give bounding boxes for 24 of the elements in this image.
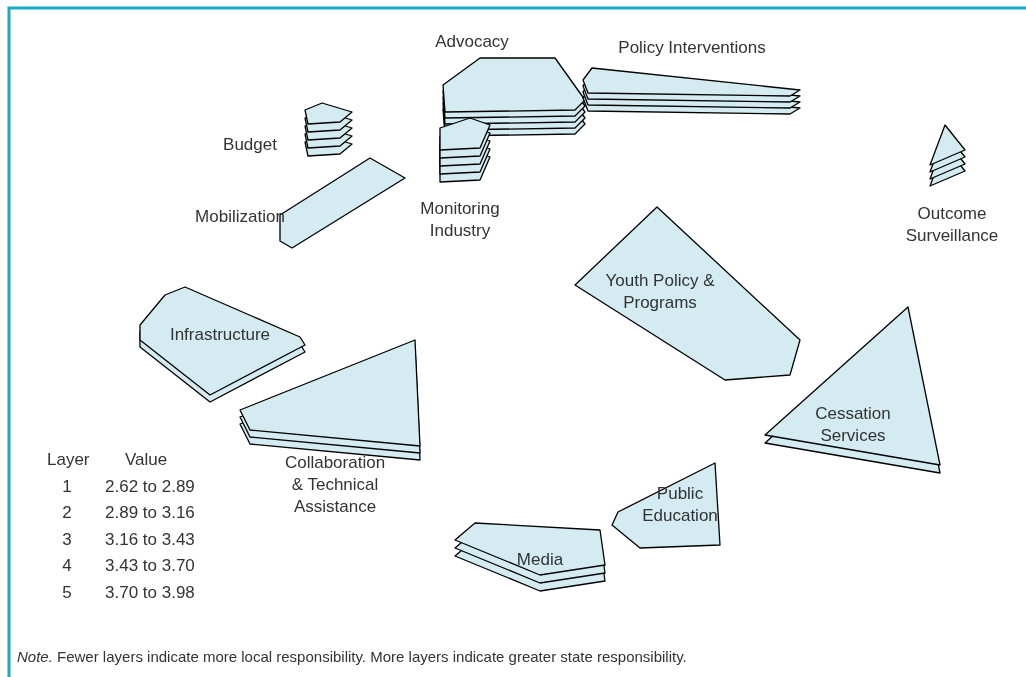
node-label: Outcome Surveillance bbox=[904, 203, 1000, 247]
value-range: 2.89 to 3.16 bbox=[105, 502, 195, 524]
layer-number: 3 bbox=[61, 528, 73, 551]
node-label: Monitoring Industry bbox=[419, 198, 501, 242]
value-range: 2.62 to 2.89 bbox=[105, 475, 195, 498]
layer-number: 5 bbox=[61, 581, 73, 604]
value-range: 3.70 to 3.98 bbox=[105, 581, 195, 604]
node-label: Budget bbox=[222, 134, 278, 156]
column-header: Layer bbox=[47, 449, 90, 471]
layer-number: 1 bbox=[61, 475, 73, 498]
node-label: Public Education bbox=[641, 483, 719, 527]
node-label: Advocacy bbox=[434, 31, 510, 53]
node-label: Youth Policy & Programs bbox=[604, 270, 716, 314]
value-range: 3.16 to 3.43 bbox=[105, 528, 195, 551]
layer-number: 2 bbox=[61, 502, 73, 524]
node-label: Media bbox=[515, 549, 565, 571]
node-label: Collaboration & Technical Assistance bbox=[283, 452, 387, 518]
node-label: Cessation Services bbox=[814, 403, 892, 447]
value-range: 3.43 to 3.70 bbox=[105, 555, 195, 577]
node-label: Policy Interventions bbox=[617, 37, 767, 59]
layer-number: 4 bbox=[61, 555, 73, 577]
column-header: Value bbox=[125, 449, 168, 471]
note-text: Note. Fewer layers indicate more local responsibility. More layers indicate greater state responsibility. bbox=[17, 647, 687, 667]
node-label: Infrastructure bbox=[168, 324, 272, 346]
